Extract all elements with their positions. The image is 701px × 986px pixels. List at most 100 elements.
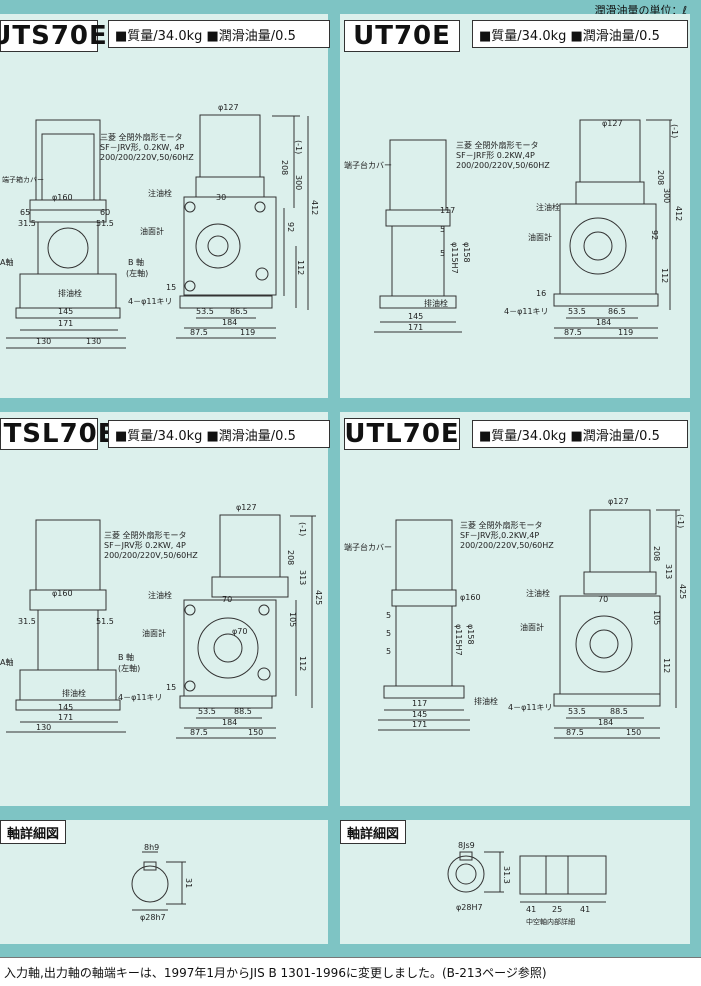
dim-d208: 208 <box>286 550 295 565</box>
dim-d117: 117 <box>440 206 455 215</box>
model-title: UT70E <box>344 20 460 52</box>
drawing-uts70e: φ127 φ160 65 60 31.5 51.5 30 (-1) 208 30… <box>0 103 319 349</box>
motor-line-1: 三菱 全閉外扇形モータ <box>100 132 183 142</box>
shaft-diameter: φ28h7 <box>140 913 166 922</box>
motor-line-2: SF－JRF形 0.2KW,4P <box>456 151 535 160</box>
label-b-shaft-side: (左軸) <box>126 268 148 278</box>
dim-d313: 313 <box>664 564 673 579</box>
shaft-detail-title: 軸詳細図 <box>0 820 67 844</box>
dim-d130b: 130 <box>86 337 101 346</box>
dim-d86-5: 86.5 <box>608 307 626 316</box>
dim-d87-5: 87.5 <box>566 728 584 737</box>
dim-d87-5: 87.5 <box>190 328 208 337</box>
dim-d171: 171 <box>412 720 427 729</box>
drawing-utsl70e: φ127 φ160 31.5 51.5 70 φ70 (-1) 208 313 … <box>0 503 323 739</box>
label-b-shaft-side: (左軸) <box>118 663 140 673</box>
spec-label: ■質量/34.0kg ■潤滑油量/0.5 <box>108 20 330 48</box>
dim-d53-5: 53.5 <box>198 707 216 716</box>
dim-d115: φ115H7 <box>450 242 459 274</box>
dim-d5b: 5 <box>386 629 391 638</box>
panel-utsl70e <box>0 412 328 806</box>
dim-d150: 150 <box>248 728 263 737</box>
model-title: UTL70E <box>344 418 460 450</box>
dim-d300: 300 <box>294 175 303 190</box>
dim-d150: 150 <box>626 728 641 737</box>
dim-m1: (-1) <box>298 522 307 536</box>
dim-d112: 112 <box>660 268 669 283</box>
footer-note: 入力軸,出力軸の軸端キーは、1997年1月からJIS B 1301-1996に変… <box>0 957 701 986</box>
label-drain: 排油栓 <box>58 288 82 298</box>
label-holes: 4－φ11キリ <box>504 307 549 316</box>
spec-label: ■質量/34.0kg ■潤滑油量/0.5 <box>108 420 330 448</box>
spec-label: ■質量/34.0kg ■潤滑油量/0.5 <box>472 420 688 448</box>
dim-d87-5: 87.5 <box>564 328 582 337</box>
shaft-detail-title: 軸詳細図 <box>340 820 407 844</box>
dim-d5b: 5 <box>440 249 445 258</box>
label-terminal-cover: 端子台カバー <box>344 542 392 552</box>
dim-d41b: 41 <box>580 905 590 914</box>
drawing-ut70e: φ127 117 φ115H7 φ158 5 5 (-1) 208 300 41… <box>344 119 683 339</box>
dim-d30: 30 <box>216 193 226 202</box>
label-a-shaft: A軸 <box>0 657 13 667</box>
label-terminal-cover: 端子台カバー <box>344 160 392 170</box>
key-width: 8Js9 <box>458 841 475 850</box>
dim-d5a: 5 <box>440 225 445 234</box>
dim-d184: 184 <box>596 318 611 327</box>
dim-d171: 171 <box>58 319 73 328</box>
model-title: UTS70E <box>0 20 108 52</box>
dim-d158: φ158 <box>466 624 475 645</box>
dim-d51-5: 51.5 <box>96 617 114 626</box>
shaft-detail-drawing-right: 8Js9 31.3 φ28H7 41 25 41 中空軸内部詳細 <box>447 841 607 926</box>
label-drain: 排油栓 <box>62 688 86 698</box>
dim-d171: 171 <box>58 713 73 722</box>
dim-d412: 412 <box>674 206 683 221</box>
dim-d127: φ127 <box>236 503 257 512</box>
motor-line-2: SF－JRV形, 0.2KW, 4P <box>100 143 184 152</box>
dim-d5c: 5 <box>386 647 391 656</box>
label-oil-inlet: 注油栓 <box>148 590 172 600</box>
dim-d184: 184 <box>222 718 237 727</box>
dim-d145: 145 <box>58 307 73 316</box>
dim-d87-5: 87.5 <box>190 728 208 737</box>
dim-d208: 208 <box>280 160 289 175</box>
dim-d300: 300 <box>662 188 671 203</box>
label-oil-gauge: 油面計 <box>140 226 164 236</box>
dim-d25: 25 <box>552 905 562 914</box>
key-height: 31.3 <box>502 866 511 884</box>
shaft-detail-drawing-left: 8h9 31 φ28h7 <box>131 843 193 922</box>
dim-d53-5: 53.5 <box>196 307 214 316</box>
dim-d112: 112 <box>662 658 671 673</box>
dim-d92: 92 <box>286 222 295 232</box>
dim-d184: 184 <box>222 318 237 327</box>
label-a-shaft: A軸 <box>0 257 13 267</box>
motor-line-3: 200/200/220V,50/60HZ <box>456 161 550 170</box>
dim-d425: 425 <box>314 590 323 605</box>
label-oil-gauge: 油面計 <box>528 232 552 242</box>
panel-uts70e <box>0 14 328 398</box>
motor-line-1: 三菱 全閉外扇形モータ <box>456 140 539 150</box>
panel-ut70e <box>340 14 690 398</box>
lubricant-unit-note: 潤滑油量の単位：ℓ <box>594 4 687 17</box>
dim-d184: 184 <box>598 718 613 727</box>
motor-line-2: SF－JRV形,0.2KW,4P <box>460 531 539 540</box>
label-b-shaft: B 軸 <box>118 652 134 662</box>
dim-d60: 60 <box>100 208 110 217</box>
motor-line-1: 三菱 全閉外扇形モータ <box>104 530 187 540</box>
label-b-shaft: B 軸 <box>128 257 144 267</box>
dim-d92: 92 <box>650 230 659 240</box>
dim-d5a: 5 <box>386 611 391 620</box>
dim-d145: 145 <box>408 312 423 321</box>
dim-m1: (-1) <box>670 124 679 138</box>
key-height: 31 <box>184 878 193 888</box>
motor-line-3: 200/200/220V,50/60HZ <box>104 551 198 560</box>
dim-d160: φ160 <box>460 593 481 602</box>
dim-d105: 105 <box>288 612 297 627</box>
dim-d70: 70 <box>598 595 608 604</box>
dim-phi70: φ70 <box>232 627 247 636</box>
dim-d412: 412 <box>310 200 319 215</box>
dim-d158: φ158 <box>462 242 471 263</box>
dim-d313: 313 <box>298 570 307 585</box>
dim-d105: 105 <box>652 610 661 625</box>
dim-d119: 119 <box>240 328 255 337</box>
label-terminal-cover: 端子箱カバー <box>2 175 44 184</box>
